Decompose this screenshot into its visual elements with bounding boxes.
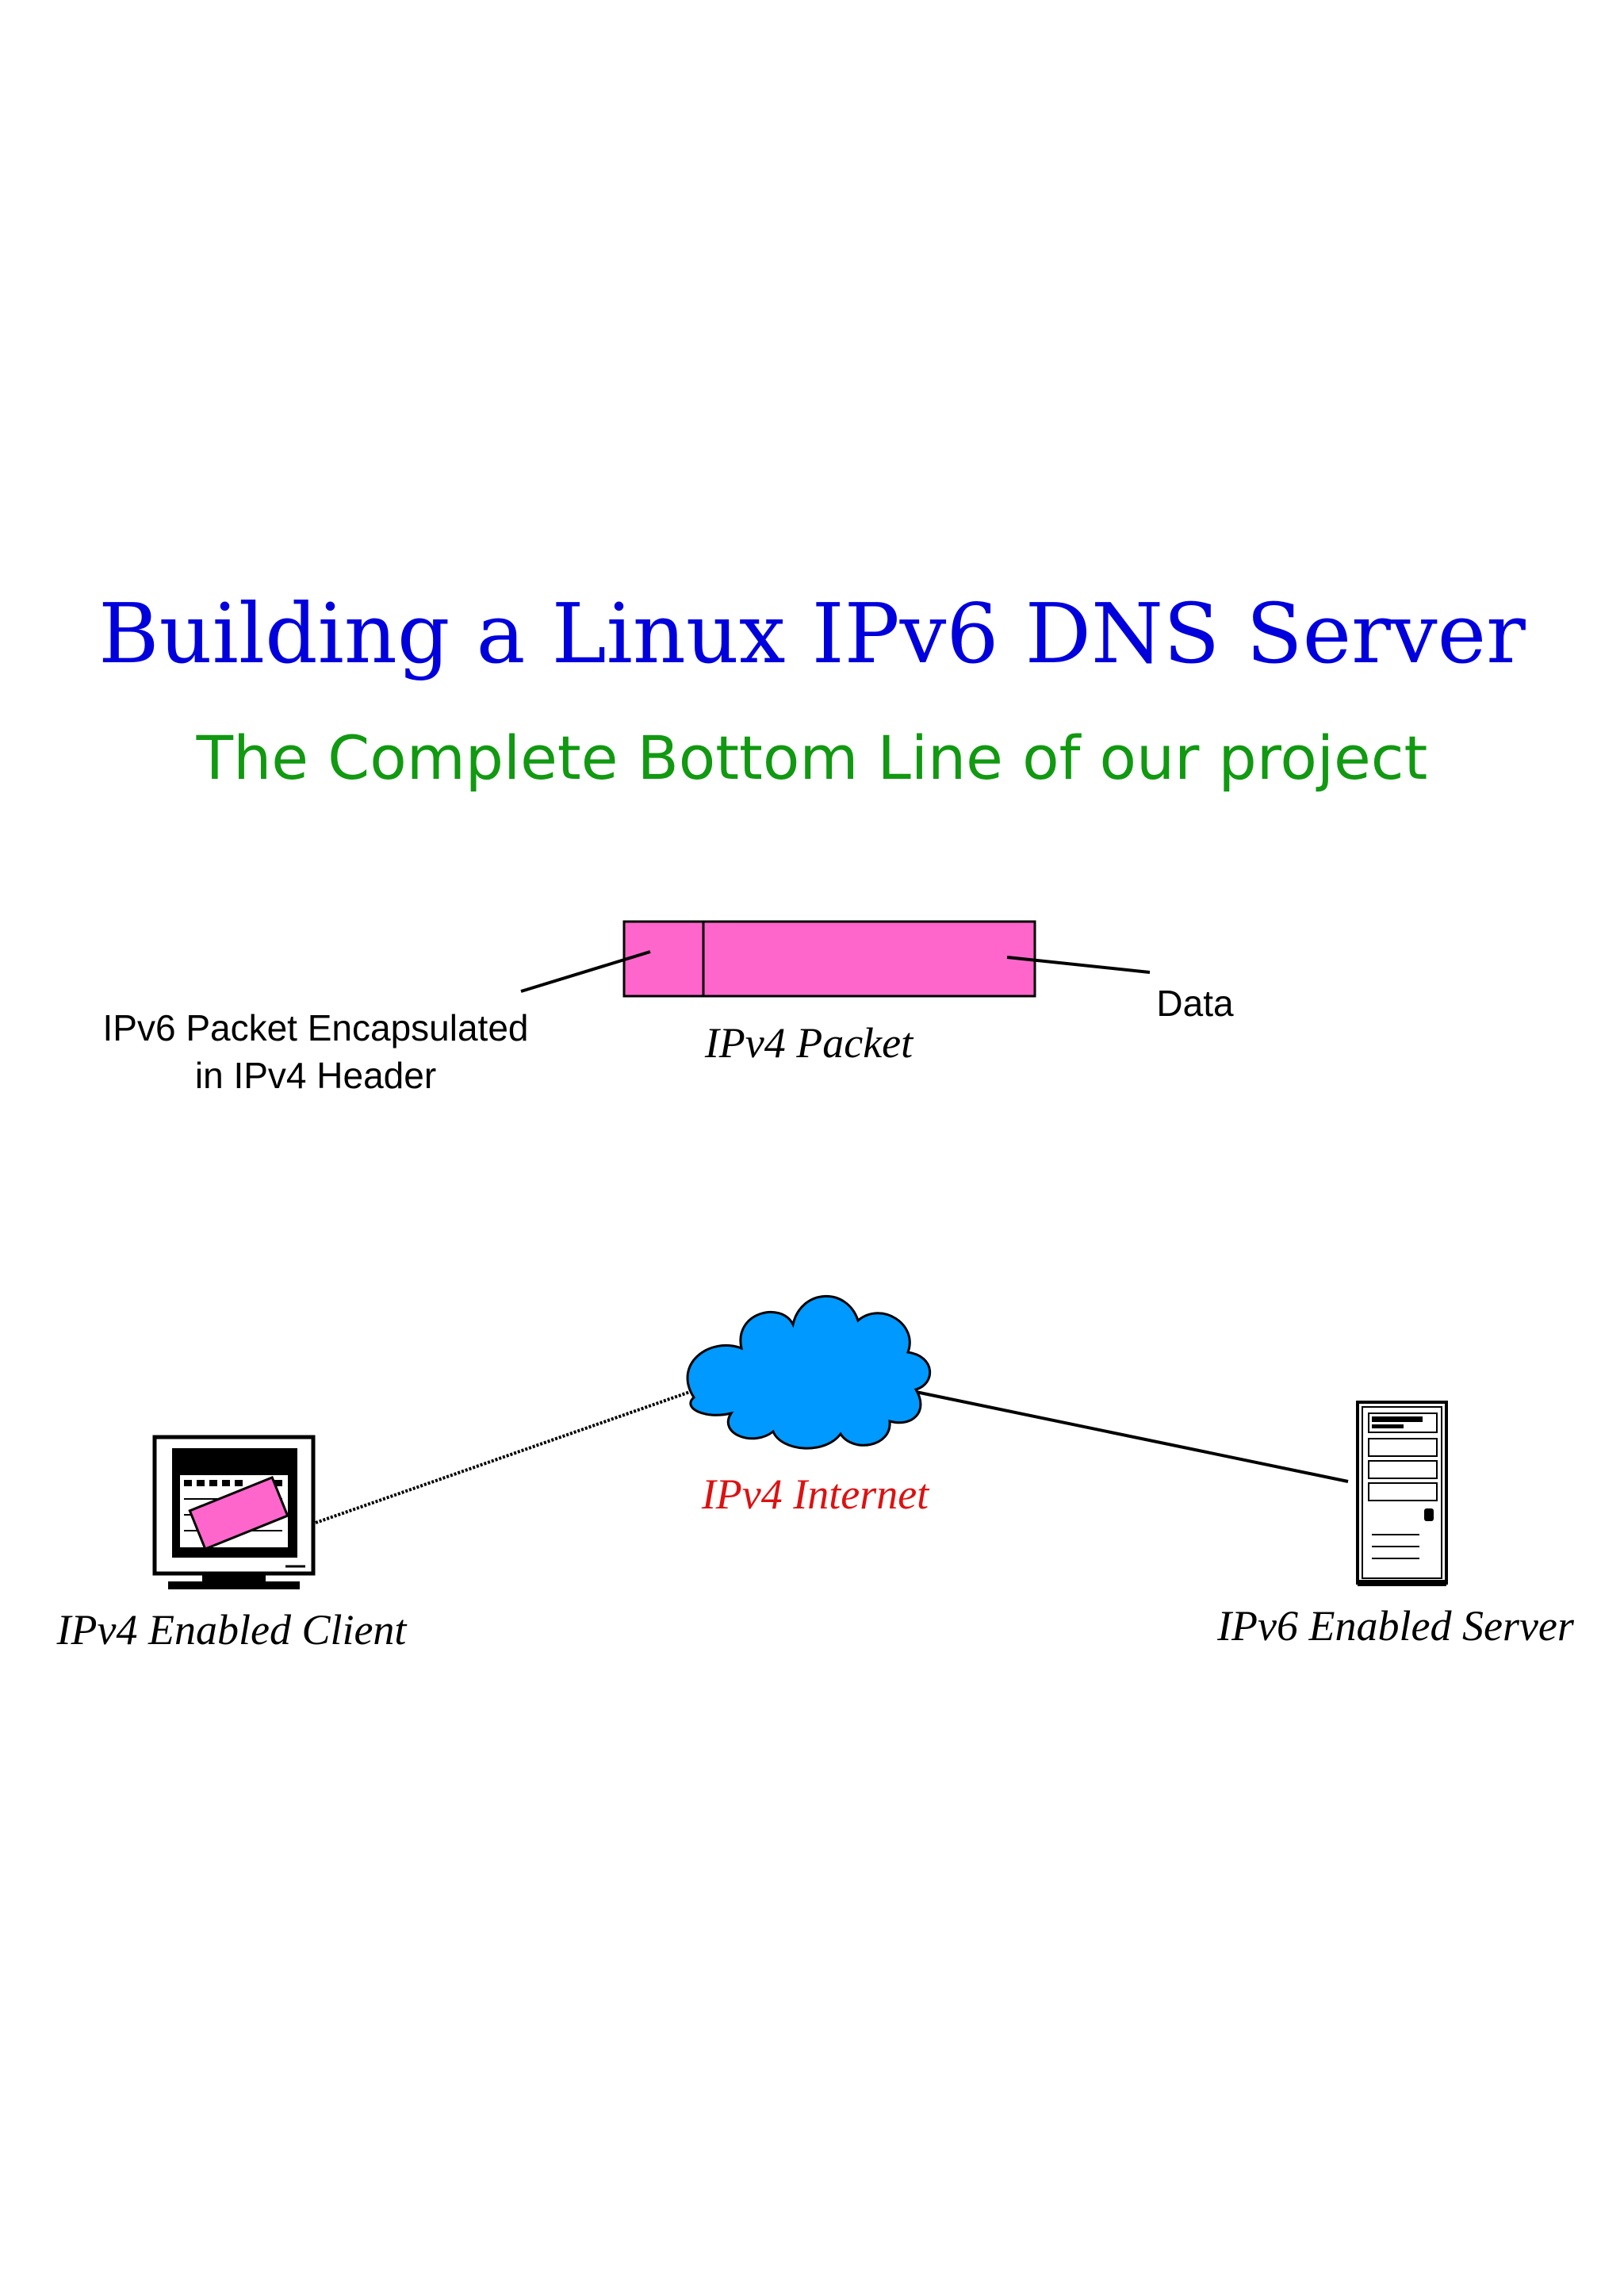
toolbar-dot: [184, 1480, 192, 1486]
packet-caption: IPv4 Packet: [704, 1019, 914, 1067]
page-subtitle: The Complete Bottom Line of our project: [196, 723, 1428, 793]
data-label: Data: [1156, 983, 1234, 1024]
server-bay: [1368, 1482, 1438, 1501]
monitor-stand: [202, 1573, 266, 1581]
internet-label: IPv4 Internet: [701, 1470, 930, 1518]
toolbar-dot: [235, 1480, 243, 1486]
server-bay-slot: [1372, 1424, 1404, 1428]
server-label: IPv6 Enabled Server: [1216, 1602, 1575, 1650]
monitor-base: [168, 1581, 300, 1589]
data-leader-line: [1006, 956, 1151, 974]
page-title: Building a Linux IPv6 DNS Server: [98, 585, 1526, 682]
server-base: [1358, 1580, 1446, 1586]
client-packet: [188, 1475, 289, 1551]
server-bay: [1368, 1438, 1438, 1457]
server-lock: [1424, 1508, 1434, 1521]
toolbar-dot: [222, 1480, 230, 1486]
server-bay: [1368, 1460, 1438, 1479]
server-bay-slot: [1372, 1416, 1423, 1422]
header-leader-line: [520, 950, 651, 993]
cloud-server-link: [915, 1390, 1349, 1483]
tower-server-icon: [1356, 1401, 1448, 1586]
server-bay: [1368, 1412, 1438, 1433]
server-inner-frame: [1362, 1406, 1442, 1579]
packet-body: [622, 920, 1036, 998]
ipv4-packet: [622, 920, 1036, 998]
toolbar-dot: [209, 1480, 217, 1486]
desktop-computer-icon: [152, 1435, 316, 1589]
screen-titlebar: [179, 1466, 289, 1475]
client-label: IPv4 Enabled Client: [56, 1606, 408, 1654]
header-label-line1: IPv6 Packet Encapsulated: [103, 1007, 529, 1048]
cloud-icon: [686, 1294, 931, 1450]
client-cloud-link: [315, 1390, 691, 1524]
header-label-line2: in IPv4 Header: [195, 1055, 436, 1096]
toolbar-dot: [197, 1480, 205, 1486]
